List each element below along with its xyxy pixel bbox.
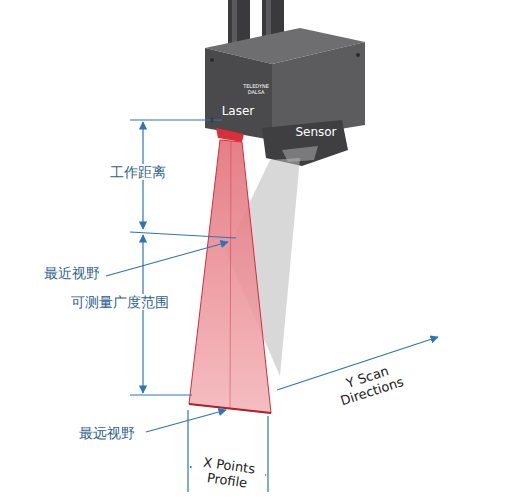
callout-label: 最远视野 [77, 425, 137, 441]
axis-label: X Points Profile [189, 454, 266, 494]
part-label: Laser [220, 105, 257, 119]
logo-text: TELEDYNE DALSA [237, 84, 275, 96]
part-label: Sensor [293, 126, 338, 140]
dimension-label: 可测量广度范围 [69, 294, 171, 310]
axis-label: Y Scan Directions [325, 358, 414, 412]
laser-fan [189, 140, 271, 413]
callout-label: 最近视野 [42, 265, 102, 281]
dimension-label: 工作距离 [108, 164, 168, 180]
